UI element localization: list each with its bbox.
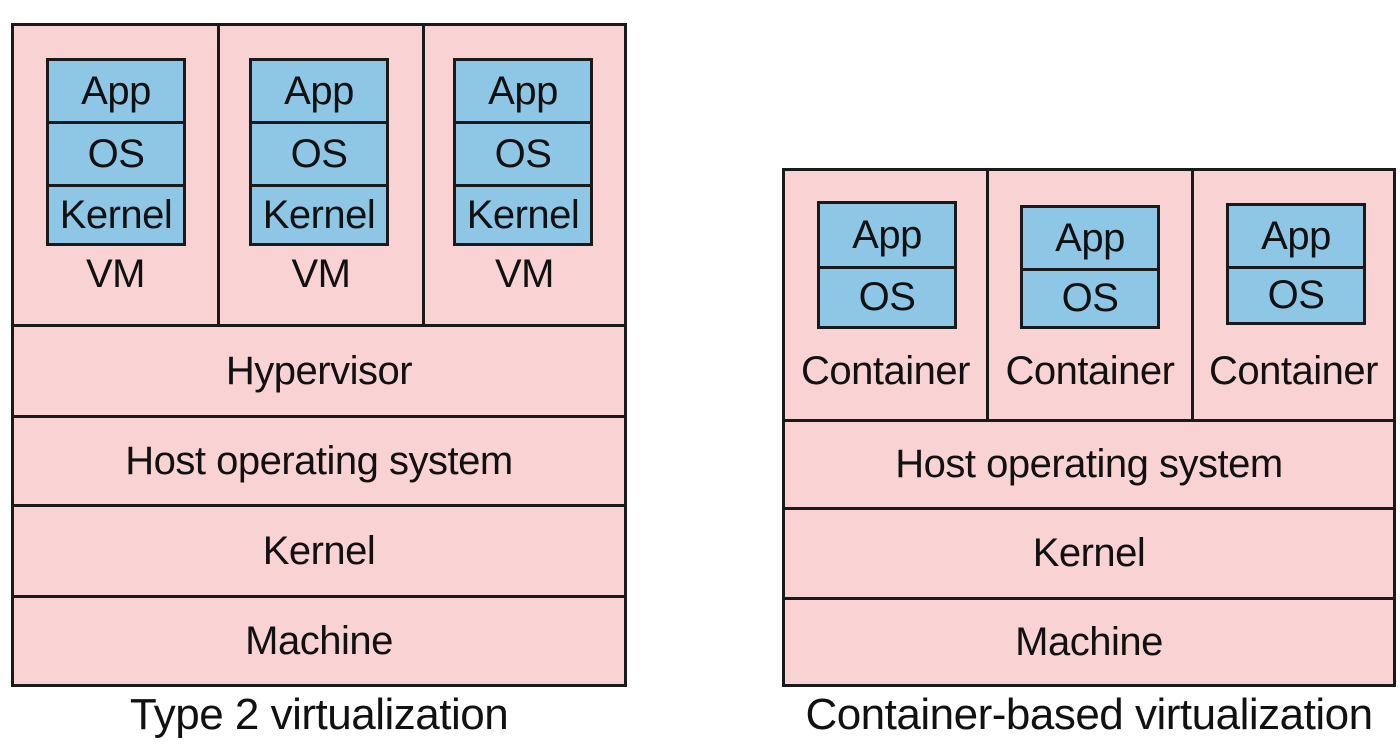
- vm-os-layer: OS: [456, 121, 590, 184]
- type2-stack: App OS Kernel VM App OS Kernel VM App OS…: [11, 23, 627, 687]
- type2-caption: Type 2 virtualization: [129, 690, 509, 739]
- vm-kernel-layer: Kernel: [456, 184, 590, 243]
- container-label: Container: [1005, 349, 1175, 393]
- kernel-layer: Kernel: [14, 504, 624, 595]
- container-label: Container: [1209, 349, 1378, 393]
- container-cell-1: App OS Container: [785, 171, 989, 421]
- vm-label: VM: [495, 252, 555, 296]
- container-guest-box-1: App OS: [817, 201, 957, 329]
- container-label: Container: [801, 349, 970, 393]
- hypervisor-layer: Hypervisor: [14, 324, 624, 415]
- vm-os-layer: OS: [252, 121, 386, 184]
- vm-label: VM: [86, 252, 146, 296]
- container-cell-3: App OS Container: [1194, 171, 1393, 421]
- vm-kernel-layer: Kernel: [252, 184, 386, 243]
- container-app-layer: App: [1055, 215, 1125, 260]
- vm-label: VM: [291, 252, 352, 296]
- host-os-layer: Host operating system: [14, 415, 624, 504]
- vm-cell-2: App OS Kernel VM: [220, 26, 425, 326]
- container-os-layer: OS: [820, 266, 954, 326]
- container-cell-2: App OS Container: [989, 171, 1194, 421]
- machine-layer: Machine: [14, 595, 624, 684]
- vm-cell-1: App OS Kernel VM: [14, 26, 220, 326]
- vm-app-layer: App: [81, 68, 151, 113]
- container-app-layer: App: [852, 212, 922, 257]
- container-stack: App OS Container App OS Container App OS…: [782, 168, 1396, 687]
- vm-guest-box-3: App OS Kernel: [453, 58, 593, 246]
- vm-guest-box-2: App OS Kernel: [249, 58, 389, 246]
- container-os-layer: OS: [1229, 266, 1363, 322]
- vm-app-layer: App: [284, 68, 354, 113]
- vm-os-layer: OS: [49, 121, 183, 184]
- host-os-layer: Host operating system: [785, 419, 1393, 507]
- vm-guest-box-1: App OS Kernel: [46, 58, 186, 246]
- container-caption: Container-based virtualization: [805, 690, 1373, 739]
- container-app-layer: App: [1261, 213, 1331, 258]
- vm-app-layer: App: [488, 68, 558, 113]
- machine-layer: Machine: [785, 597, 1393, 684]
- container-guest-box-3: App OS: [1226, 203, 1366, 325]
- container-os-layer: OS: [1023, 268, 1157, 326]
- kernel-layer: Kernel: [785, 507, 1393, 597]
- vm-cell-3: App OS Kernel VM: [425, 26, 624, 326]
- container-guest-box-2: App OS: [1020, 205, 1160, 329]
- vm-kernel-layer: Kernel: [49, 184, 183, 243]
